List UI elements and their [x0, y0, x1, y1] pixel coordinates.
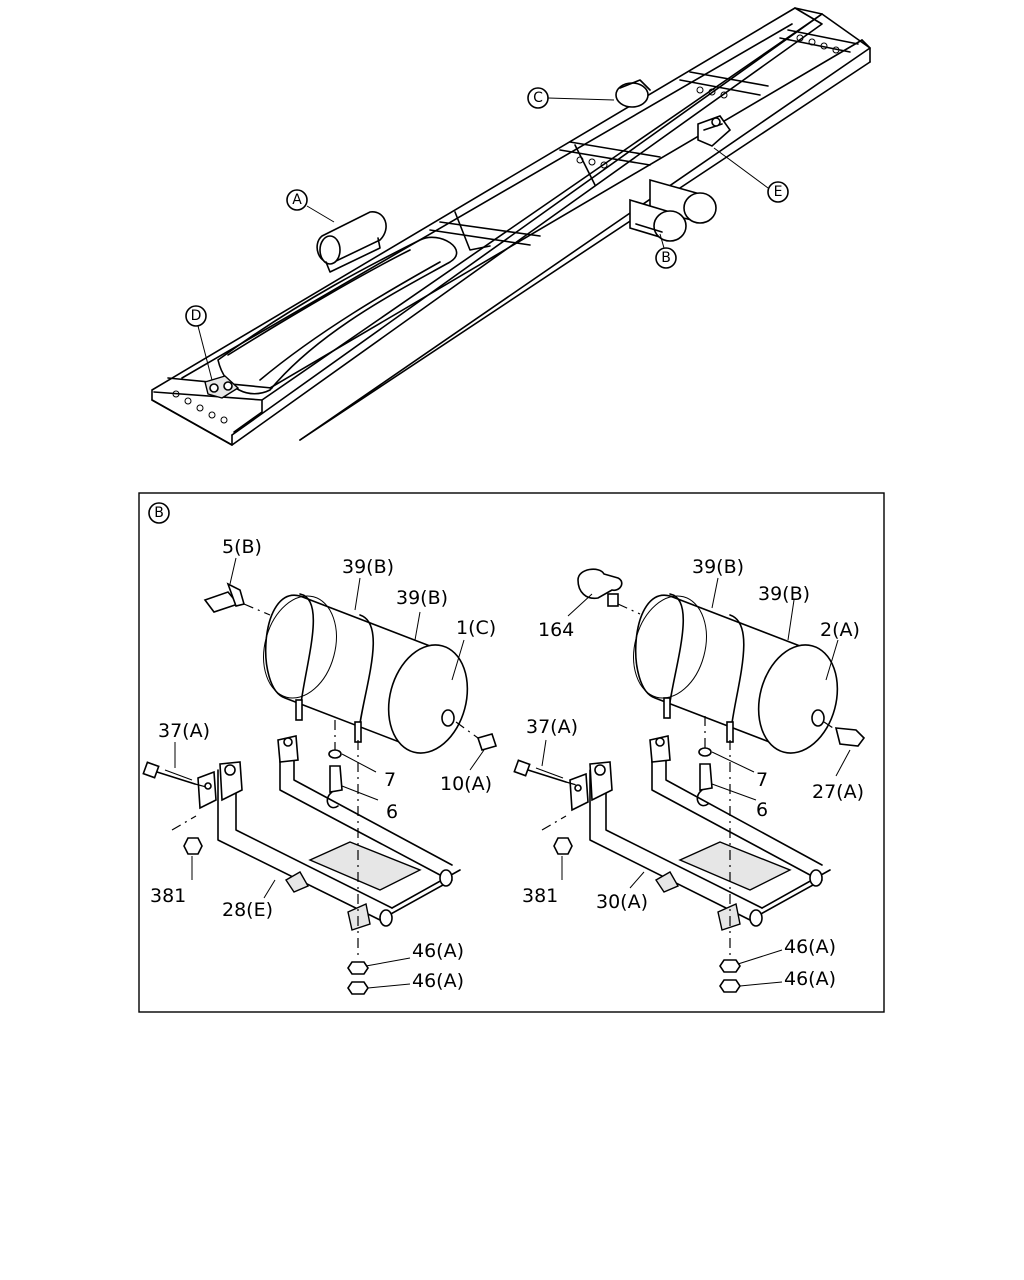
detail-frame [138, 492, 885, 1013]
left-drain-cock [326, 720, 343, 809]
right-fitting-164 [577, 568, 641, 615]
svg-text:C: C [533, 90, 543, 106]
label-7: 7 [384, 769, 396, 791]
label-46a-lower-r: 46(A) [784, 968, 836, 990]
left-fitting-5b [203, 582, 271, 616]
callout-a: A [286, 189, 335, 223]
callout-d: D [185, 305, 213, 381]
svg-text:A: A [292, 192, 302, 208]
component-e [697, 115, 732, 147]
detail-tag: B [148, 502, 170, 524]
right-nuts-46a [719, 740, 741, 993]
right-bracket-30a [569, 735, 831, 931]
callout-e: E [713, 147, 789, 203]
label-5b: 5(B) [222, 536, 262, 558]
callout-b: B [655, 233, 677, 269]
component-b [629, 178, 717, 242]
svg-text:D: D [191, 308, 202, 324]
label-37a-r: 37(A) [526, 716, 578, 738]
svg-text:E: E [774, 184, 783, 200]
label-164: 164 [538, 619, 574, 641]
callout-c: C [527, 87, 615, 109]
label-28e: 28(E) [222, 899, 273, 921]
label-46a-upper: 46(A) [412, 940, 464, 962]
left-nut-381 [171, 815, 203, 855]
right-assembly: 164 39(B) 39(B) 2(A) 37(A) 7 6 27(A) 381… [513, 556, 866, 993]
left-nuts-46a [347, 740, 369, 995]
svg-text:B: B [661, 250, 671, 266]
label-46a-lower: 46(A) [412, 970, 464, 992]
label-7-r: 7 [756, 769, 768, 791]
label-381: 381 [150, 885, 186, 907]
right-bolt-37a [513, 759, 581, 787]
label-39b-lower-r: 39(B) [758, 583, 810, 605]
label-39b-lower: 39(B) [396, 587, 448, 609]
left-plug-10a [455, 721, 498, 751]
left-assembly: 5(B) 39(B) 39(B) 1(C) 37(A) 7 6 10(A) 38… [142, 536, 498, 995]
label-6: 6 [386, 801, 398, 823]
label-46a-upper-r: 46(A) [784, 936, 836, 958]
label-39b-upper-r: 39(B) [692, 556, 744, 578]
label-6-r: 6 [756, 799, 768, 821]
label-37a: 37(A) [158, 720, 210, 742]
label-381-r: 381 [522, 885, 558, 907]
right-elbow-27a [823, 721, 866, 747]
label-30a: 30(A) [596, 891, 648, 913]
component-c [615, 79, 651, 108]
label-2a: 2(A) [820, 619, 860, 641]
component-a [316, 211, 387, 273]
right-drain-cock [696, 716, 713, 807]
label-39b-upper: 39(B) [342, 556, 394, 578]
svg-text:B: B [154, 505, 164, 521]
component-d [204, 375, 240, 399]
label-10a: 10(A) [440, 773, 492, 795]
left-bracket-28e [197, 735, 461, 931]
right-air-tank [633, 593, 839, 754]
label-27a: 27(A) [812, 781, 864, 803]
label-1c: 1(C) [456, 617, 496, 639]
left-bolt-37a [142, 761, 211, 789]
right-nut-381 [541, 815, 573, 855]
chassis-frame [151, 7, 871, 446]
left-air-tank [263, 593, 469, 754]
